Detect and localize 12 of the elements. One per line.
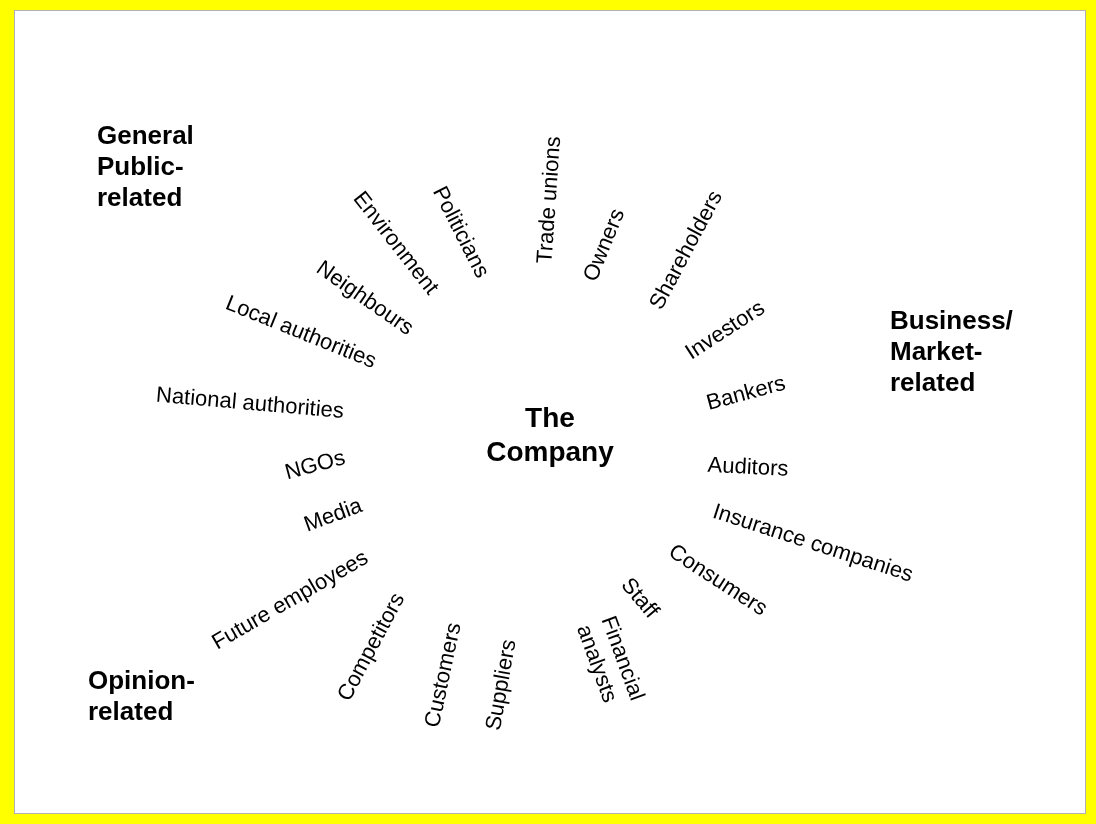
stakeholder-label: Auditors — [707, 451, 789, 483]
group-heading: General Public-related — [97, 120, 195, 214]
stakeholder-label: National authorities — [155, 381, 345, 425]
stakeholder-label: Customers — [419, 620, 467, 730]
stakeholder-label: NGOs — [282, 444, 348, 486]
stakeholder-label: Suppliers — [480, 637, 522, 733]
stakeholder-label: Media — [300, 492, 366, 538]
group-heading: Business/ Market-related — [890, 305, 1014, 399]
group-heading: Opinion-related — [88, 665, 196, 728]
center-label: The Company — [485, 401, 615, 469]
stakeholder-label: Trade unions — [531, 135, 567, 265]
stakeholder-label: Bankers — [703, 369, 789, 417]
